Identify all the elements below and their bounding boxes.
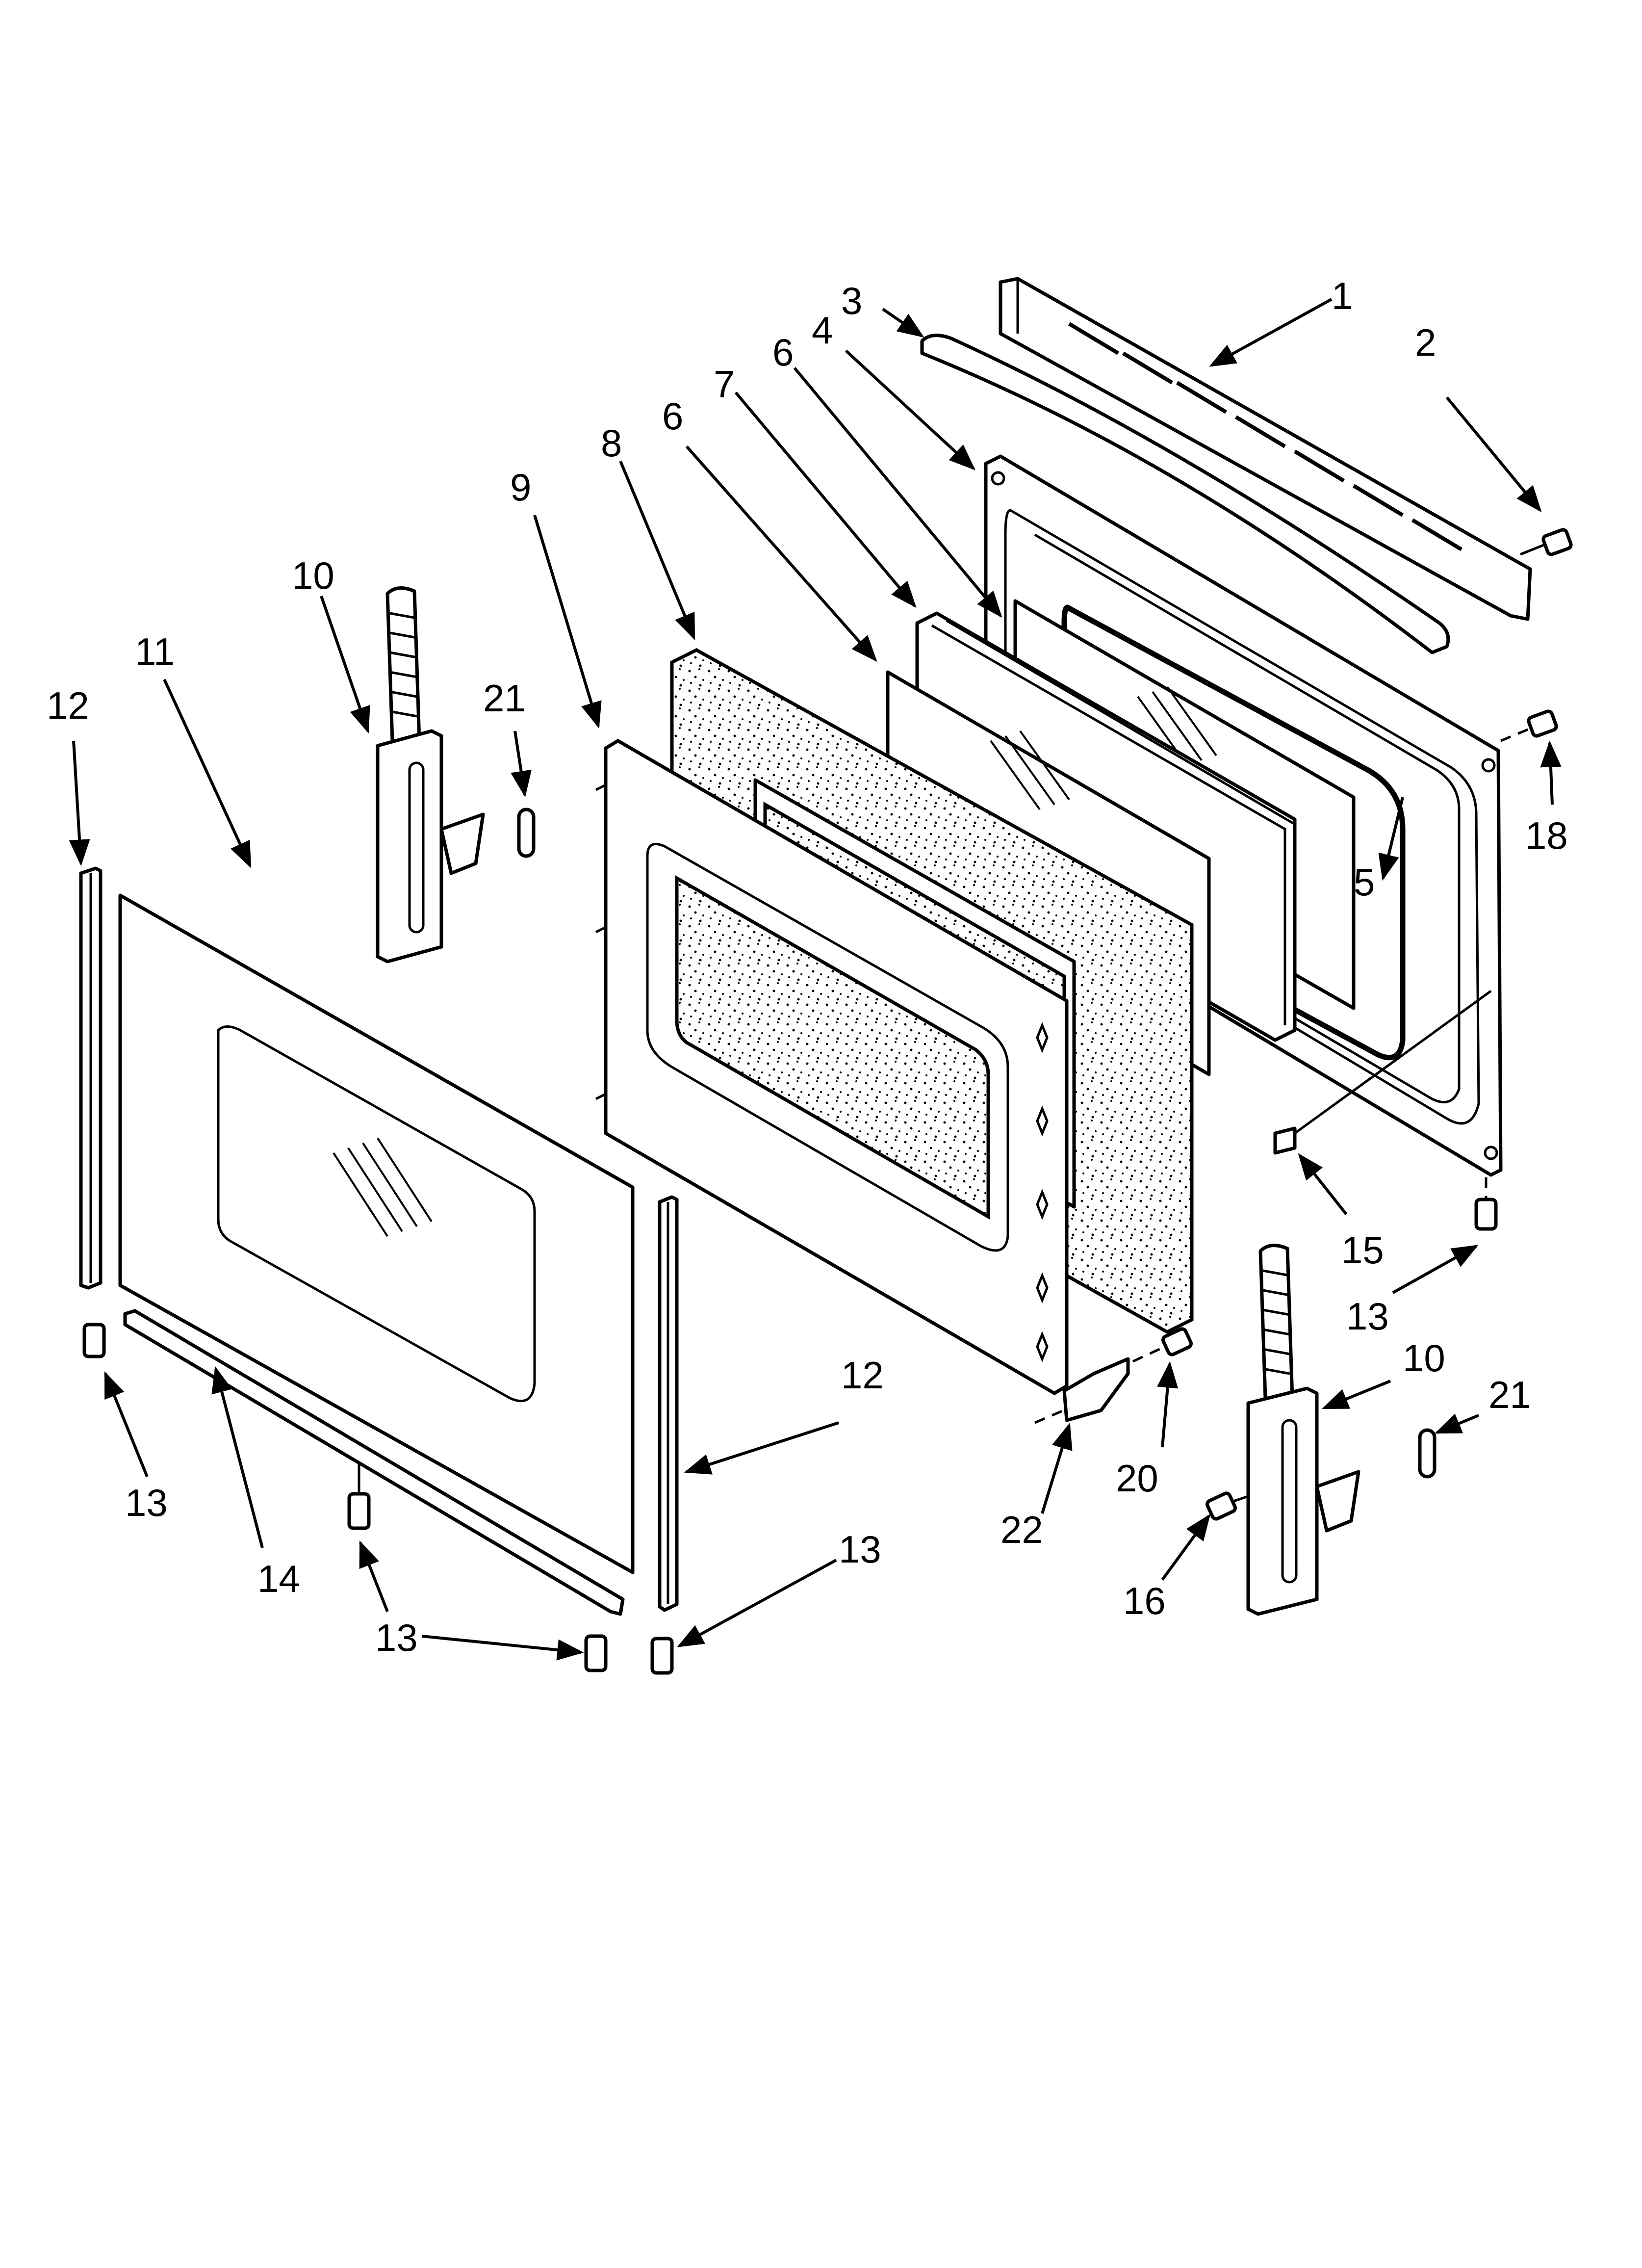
- callout-6-upper: 6: [772, 331, 794, 374]
- callout-13-left: 13: [125, 1481, 168, 1524]
- callout-21-right: 21: [1488, 1373, 1531, 1416]
- callout-6-lower: 6: [662, 394, 683, 438]
- callout-12-left: 12: [47, 684, 89, 727]
- callout-9: 9: [510, 466, 531, 509]
- callout-11: 11: [135, 630, 175, 673]
- callout-12-right: 12: [841, 1354, 884, 1397]
- right-hinge-cap-part: [1418, 1428, 1437, 1479]
- left-hinge-cap-part: [517, 808, 536, 858]
- callout-5: 5: [1354, 860, 1375, 904]
- screw-part-13-left: [82, 1323, 106, 1358]
- right-side-trim-part: [658, 1195, 679, 1612]
- screw-part-2: [1520, 528, 1573, 556]
- leader-lines: [69, 298, 1562, 1661]
- callout-7: 7: [714, 363, 735, 406]
- screw-part-13-bottom-left: [584, 1634, 608, 1672]
- callout-8: 8: [601, 421, 622, 465]
- door-gasket-part: [1061, 604, 1406, 1061]
- callout-15: 15: [1341, 1228, 1384, 1272]
- right-hinge-part: [1246, 1244, 1360, 1616]
- callout-4: 4: [812, 309, 833, 352]
- left-side-trim-part: [79, 866, 103, 1290]
- callout-13-right: 13: [1346, 1295, 1389, 1338]
- callout-10-right: 10: [1403, 1336, 1445, 1380]
- clip-part-15: [1273, 990, 1492, 1155]
- bottom-door-trim-part: [123, 1309, 625, 1616]
- callout-labels: 1 2 3 4 5 6 6 7 8 9 10 10 11 12 12 13 13…: [47, 274, 1568, 1659]
- door-liner-part: [595, 739, 1069, 1395]
- screw-part-18: [1500, 709, 1558, 742]
- callout-20: 20: [1116, 1457, 1158, 1500]
- screw-part-13-middle: [347, 1464, 371, 1530]
- callout-22: 22: [1001, 1508, 1043, 1551]
- callout-3: 3: [841, 279, 862, 322]
- callout-2: 2: [1415, 321, 1436, 364]
- screw-part-13-bottom-right: [650, 1637, 674, 1675]
- callout-10-left: 10: [292, 554, 334, 597]
- callout-13-bottom-right: 13: [839, 1528, 881, 1571]
- callout-16: 16: [1123, 1579, 1166, 1622]
- screw-part-13-right: [1474, 1177, 1498, 1231]
- screw-part-16: [1206, 1491, 1249, 1521]
- vent-trim-part: [999, 277, 1532, 621]
- screw-part-20: [1132, 1327, 1193, 1363]
- outer-door-panel-part: [118, 893, 635, 1574]
- callout-1: 1: [1332, 274, 1353, 317]
- callout-21-left: 21: [483, 677, 526, 720]
- callout-18: 18: [1525, 814, 1568, 857]
- callout-14: 14: [257, 1557, 300, 1600]
- left-hinge-part: [376, 586, 485, 964]
- callout-13-bottom-middle: 13: [375, 1616, 418, 1659]
- bracket-part-22: [1034, 1357, 1130, 1424]
- handle-trim-part: [920, 334, 1450, 654]
